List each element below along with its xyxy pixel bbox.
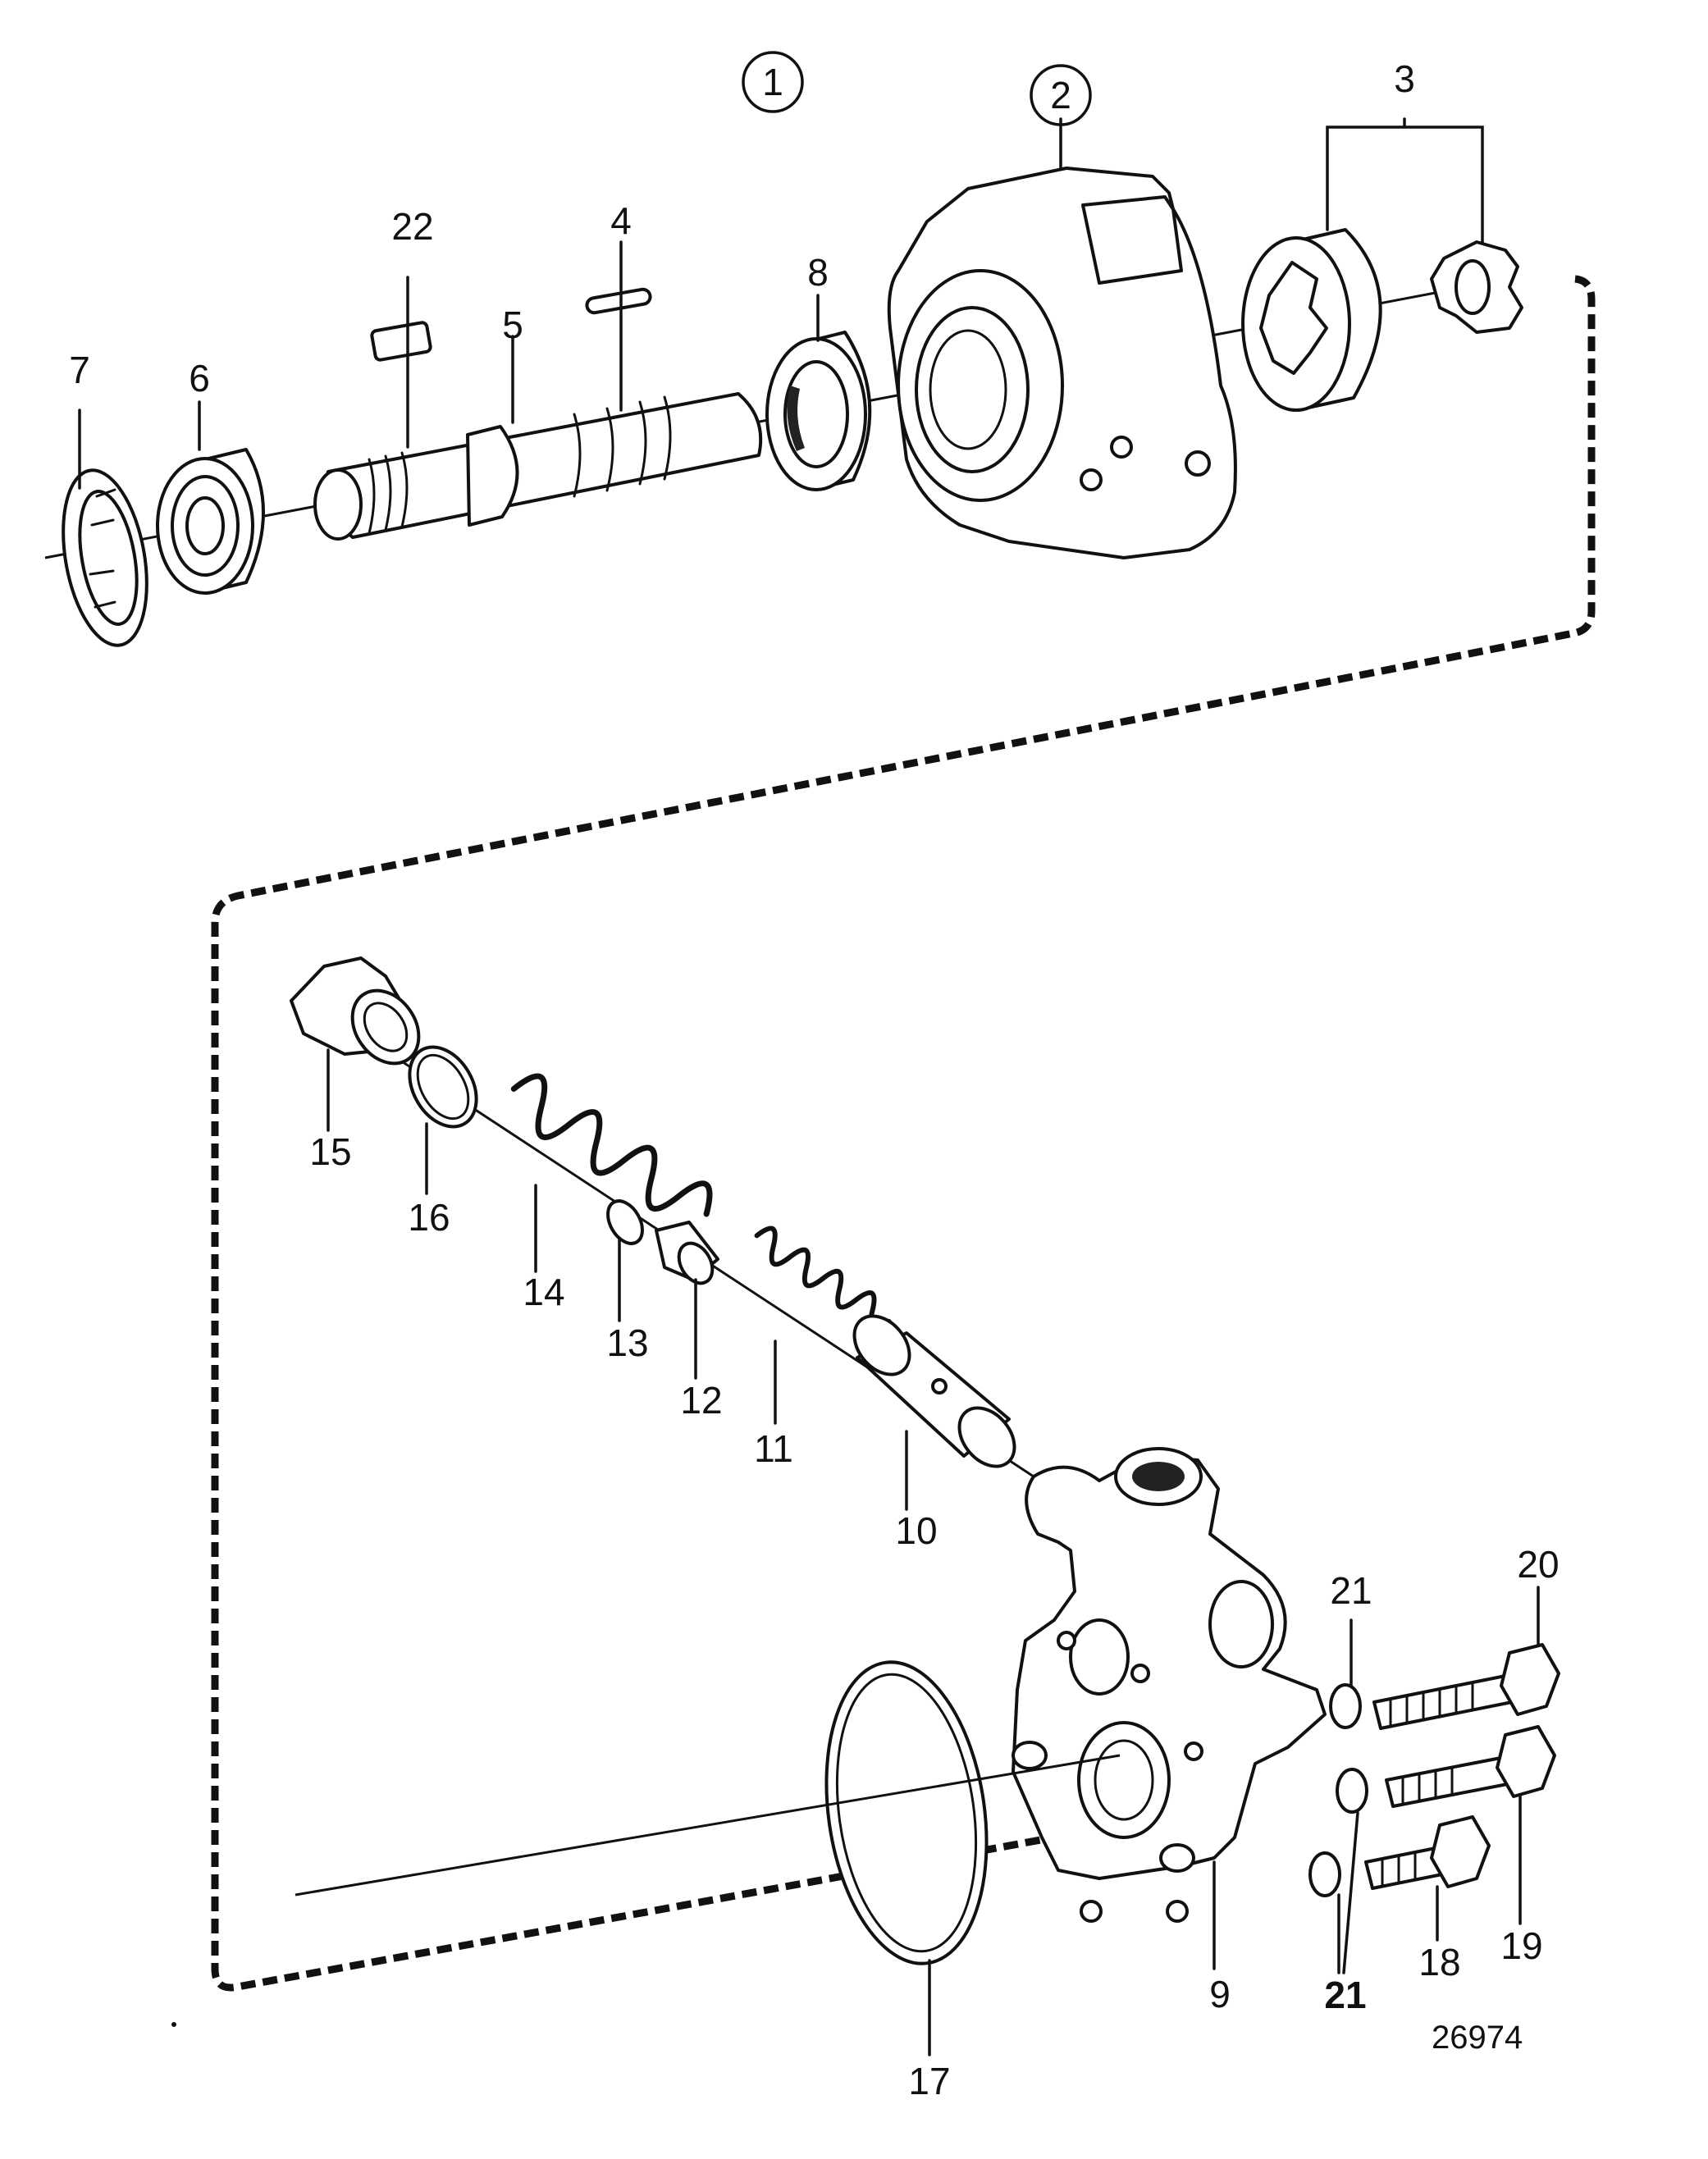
bolt-short-part [1364,1815,1491,1890]
piston-part [852,1314,1016,1468]
washer-part [1308,1851,1341,1897]
valve-housing-part [1012,1447,1327,1923]
callout-3: 3 [1394,57,1415,100]
callout-12: 12 [680,1379,722,1422]
callout-19: 19 [1500,1924,1542,1967]
callout-7: 7 [69,349,90,391]
callout-11: 11 [754,1427,793,1470]
rotor-set-part [1241,228,1523,412]
callout-2: 2 [1050,74,1071,116]
plug-part [290,956,421,1066]
callout-8: 8 [807,251,829,294]
callout-22: 22 [391,205,433,248]
o-ring-axis [295,1754,1121,1897]
retaining-ring-part [606,1199,644,1245]
callout-9: 9 [1209,1973,1231,2015]
pump-housing-part [887,167,1237,559]
bolt-long-part [1372,1643,1560,1730]
washer-part [1329,1683,1362,1729]
callout-20: 20 [1517,1543,1559,1586]
callout-6: 6 [189,357,210,399]
callout-21-upper: 21 [1330,1569,1372,1612]
callout-14: 14 [523,1271,564,1313]
callout-labels: 1 2 3 4 5 6 7 8 9 10 11 12 13 14 15 16 1… [69,51,1560,2102]
callout-18: 18 [1418,1941,1460,1983]
circlip-part [62,468,148,647]
callout-1: 1 [762,61,783,103]
dashed-connector [211,275,1596,1992]
pin-part [585,287,652,315]
callout-21-lower: 21 [1324,1974,1366,2016]
callout-15: 15 [309,1130,351,1173]
o-ring-large-part [824,1660,989,1965]
figure-number: 26974 [1432,2020,1523,2056]
spring-large-part [510,1073,713,1217]
callout-16: 16 [408,1196,450,1239]
ball-bearing-part [156,448,265,595]
bolt-medium-part [1385,1725,1556,1808]
washer-part [1336,1768,1368,1814]
callout-17: 17 [908,2060,950,2102]
speck [171,2022,176,2027]
callout-10: 10 [895,1509,937,1552]
spring-small-part [754,1226,892,1331]
valve-seat-part [655,1221,719,1285]
seal-ring-part [765,331,872,491]
o-ring-small-part [408,1045,478,1129]
callout-5: 5 [502,304,523,346]
callout-4: 4 [610,199,632,242]
leader-lines [78,117,1540,2056]
shaft-part [313,392,763,541]
shaft-key-part [370,321,432,362]
callout-13: 13 [606,1321,648,1364]
